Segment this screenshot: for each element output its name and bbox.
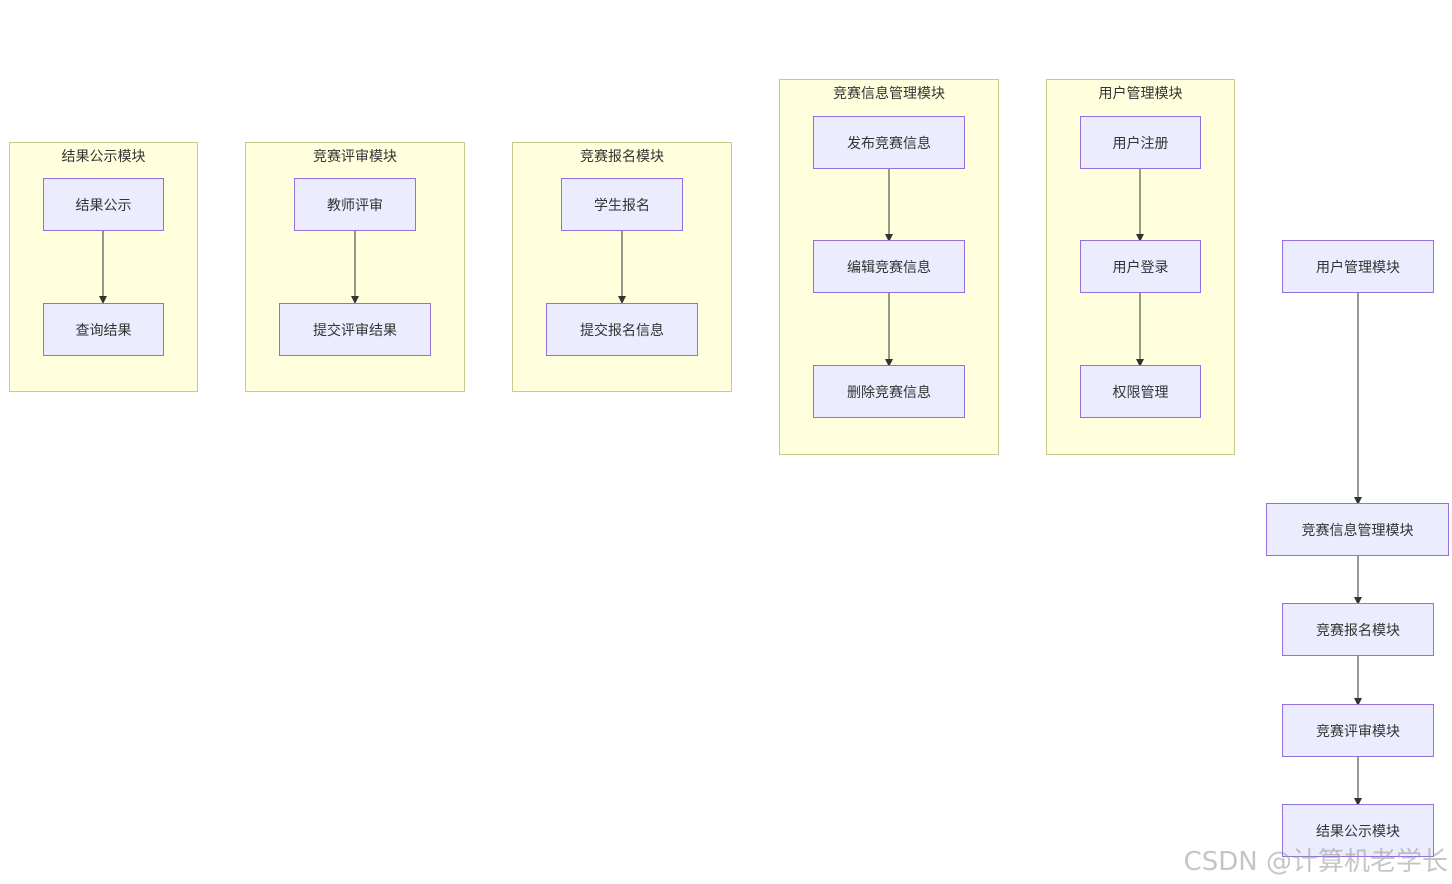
flow-node-competition-signup: 竞赛报名模块 [1282,603,1434,656]
flow-node-user-management: 用户管理模块 [1282,240,1434,293]
node-label: 编辑竞赛信息 [847,259,931,276]
node-label: 学生报名 [594,197,650,214]
node-delete-info: 删除竞赛信息 [813,365,965,418]
node-label: 用户管理模块 [1316,259,1400,276]
node-label: 用户登录 [1112,259,1169,276]
node-submit-review: 提交评审结果 [279,303,431,356]
flow-node-competition-info: 竞赛信息管理模块 [1266,503,1449,556]
cluster-title: 竞赛评审模块 [313,149,397,165]
node-label: 用户注册 [1112,135,1169,152]
node-result-publication: 结果公示 [43,178,164,231]
node-label: 提交报名信息 [580,322,664,339]
node-student-signup: 学生报名 [561,178,683,231]
node-label: 竞赛报名模块 [1316,622,1400,639]
node-permission-management: 权限管理 [1080,365,1201,418]
flow-node-result-publication: 结果公示模块 [1282,804,1434,857]
node-label: 提交评审结果 [313,322,397,339]
node-submit-signup: 提交报名信息 [546,303,698,356]
node-user-login: 用户登录 [1080,240,1201,293]
node-query-result: 查询结果 [43,303,164,356]
flow-node-competition-review: 竞赛评审模块 [1282,704,1434,757]
node-edit-info: 编辑竞赛信息 [813,240,965,293]
node-user-register: 用户注册 [1080,116,1201,169]
node-label: 结果公示模块 [1316,823,1400,840]
node-label: 竞赛信息管理模块 [1301,522,1414,539]
cluster-title: 结果公示模块 [61,149,146,165]
cluster-title: 竞赛信息管理模块 [833,86,945,102]
node-teacher-review: 教师评审 [294,178,416,231]
node-label: 查询结果 [75,322,132,339]
node-label: 教师评审 [327,197,383,214]
node-label: 权限管理 [1112,384,1169,401]
cluster-title: 用户管理模块 [1098,86,1183,102]
watermark: CSDN @计算机老学长 [1183,847,1448,877]
node-label: 竞赛评审模块 [1316,723,1400,740]
cluster-title: 竞赛报名模块 [580,149,664,165]
node-label: 发布竞赛信息 [847,135,931,152]
node-label: 结果公示 [75,197,132,214]
node-label: 删除竞赛信息 [847,384,931,401]
node-publish-info: 发布竞赛信息 [813,116,965,169]
